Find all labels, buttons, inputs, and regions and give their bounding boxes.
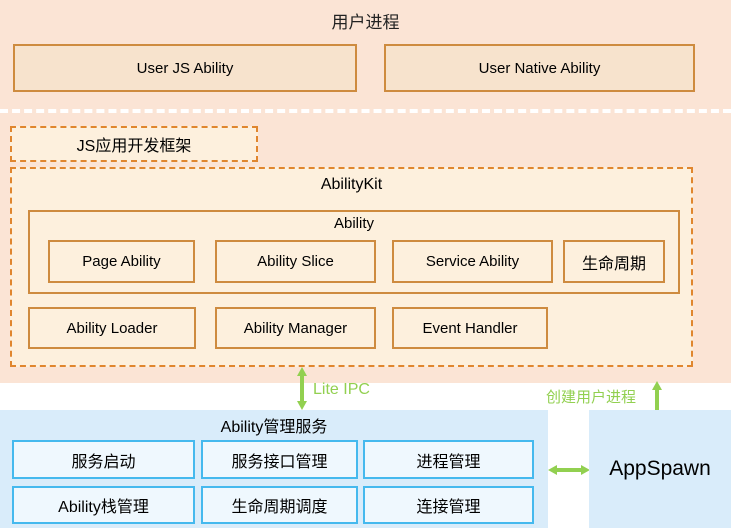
ability-service-title: Ability管理服务 xyxy=(220,419,328,436)
appspawn-label: AppSpawn xyxy=(609,457,711,480)
ability-title: Ability xyxy=(333,215,374,232)
abilitykit-title: AbilityKit xyxy=(320,176,383,193)
js-framework-label: JS应用开发框架 xyxy=(76,138,192,155)
user-js-ability-box: User JS Ability xyxy=(13,44,357,92)
ability-loader-label: Ability Loader xyxy=(66,319,158,337)
connection-mgmt-box: 连接管理 xyxy=(363,486,534,524)
user-process-title: 用户进程 xyxy=(331,13,400,33)
lifecycle-box: 生命周期 xyxy=(563,240,665,283)
appspawn-double-arrow-icon xyxy=(548,465,590,475)
connection-mgmt-label: 连接管理 xyxy=(416,499,481,516)
user-native-ability-box: User Native Ability xyxy=(384,44,695,92)
js-framework-box: JS应用开发框架 xyxy=(10,126,258,162)
event-handler-box: Event Handler xyxy=(392,307,548,349)
process-mgmt-box: 进程管理 xyxy=(363,440,534,479)
lifecycle-scheduling-label: 生命周期调度 xyxy=(231,499,328,516)
ability-manager-box: Ability Manager xyxy=(215,307,376,349)
lite-ipc-double-arrow-icon xyxy=(297,367,307,410)
service-start-box: 服务启动 xyxy=(12,440,195,479)
user-js-ability-label: User JS Ability xyxy=(136,59,234,77)
appspawn-box: AppSpawn xyxy=(589,410,731,528)
service-start-label: 服务启动 xyxy=(71,453,136,471)
page-ability-label: Page Ability xyxy=(82,253,161,270)
ability-stack-mgmt-box: Ability栈管理 xyxy=(12,486,195,524)
ability-stack-mgmt-label: Ability栈管理 xyxy=(58,499,149,516)
lite-ipc-label: Lite IPC xyxy=(313,381,370,398)
section-divider-dashed-line xyxy=(0,109,731,113)
service-interface-mgmt-box: 服务接口管理 xyxy=(201,440,358,479)
ability-slice-box: Ability Slice xyxy=(215,240,376,283)
event-handler-label: Event Handler xyxy=(422,319,518,337)
ability-manager-label: Ability Manager xyxy=(243,319,348,337)
lifecycle-label: 生命周期 xyxy=(581,255,646,273)
page-ability-box: Page Ability xyxy=(48,240,195,283)
process-mgmt-label: 进程管理 xyxy=(416,453,481,471)
user-native-ability-label: User Native Ability xyxy=(478,59,601,77)
service-ability-box: Service Ability xyxy=(392,240,553,283)
create-user-process-up-arrow-icon xyxy=(652,381,662,410)
service-interface-mgmt-label: 服务接口管理 xyxy=(231,453,328,471)
service-ability-label: Service Ability xyxy=(425,253,520,270)
lifecycle-scheduling-box: 生命周期调度 xyxy=(201,486,358,524)
ability-slice-label: Ability Slice xyxy=(257,253,334,270)
create-user-process-label: 创建用户进程 xyxy=(546,389,637,406)
ability-loader-box: Ability Loader xyxy=(28,307,196,349)
